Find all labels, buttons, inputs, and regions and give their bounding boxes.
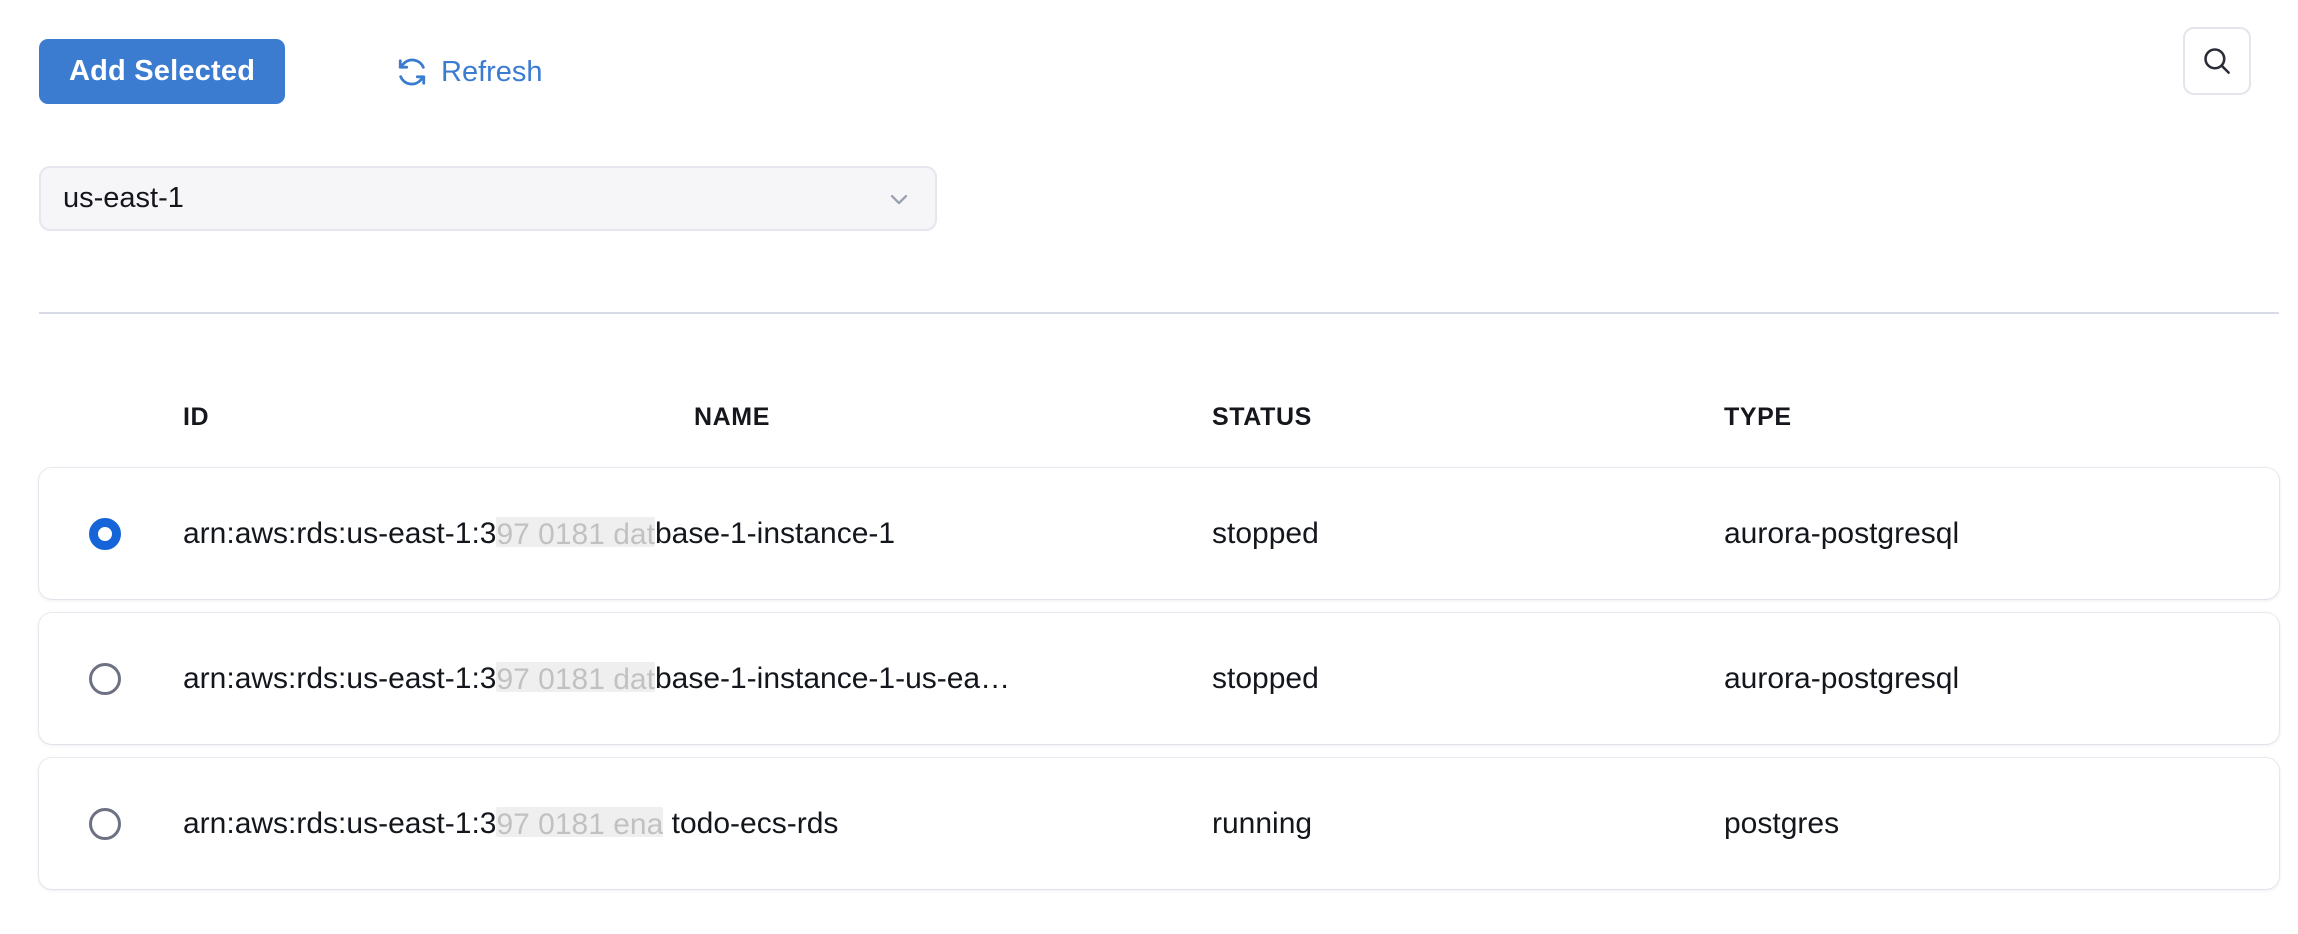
arn-prefix: arn:aws:rds:us-east-1:3 xyxy=(183,661,497,695)
table-header-row: ID NAME STATUS TYPE xyxy=(0,390,2298,468)
column-header-type: TYPE xyxy=(1724,403,1792,431)
row-select-cell xyxy=(65,613,145,744)
search-button[interactable] xyxy=(2183,27,2251,95)
instances-table: ID NAME STATUS TYPE arn:aws:rds:us-east-… xyxy=(0,390,2298,903)
region-select[interactable]: us-east-1 xyxy=(39,166,937,231)
engine-type-text: aurora-postgresql xyxy=(1724,661,1960,695)
chevron-down-icon xyxy=(885,185,913,213)
column-header-id: ID xyxy=(183,403,210,431)
status-text: stopped xyxy=(1212,516,1319,550)
toolbar: Add Selected Refresh xyxy=(0,0,2298,122)
cell-id: arn:aws:rds:us-east-1:397 0181 ena todo-… xyxy=(183,758,1203,889)
engine-type-text: postgres xyxy=(1724,806,1840,840)
arn-suffix: base-1-instance-1-us-ea… xyxy=(654,661,1011,695)
instance-arn: arn:aws:rds:us-east-1:397 0181 ena todo-… xyxy=(183,806,839,841)
cell-id: arn:aws:rds:us-east-1:397 0181 datbase-1… xyxy=(183,468,1203,599)
arn-prefix: arn:aws:rds:us-east-1:3 xyxy=(183,516,497,550)
engine-type-text: aurora-postgresql xyxy=(1724,516,1960,550)
instance-arn: arn:aws:rds:us-east-1:397 0181 datbase-1… xyxy=(183,661,1011,696)
region-select-value: us-east-1 xyxy=(63,182,184,214)
column-header-status: STATUS xyxy=(1212,403,1312,431)
radio-button[interactable] xyxy=(89,662,121,695)
table-row[interactable]: arn:aws:rds:us-east-1:397 0181 datbase-1… xyxy=(39,613,2279,744)
radio-button-selected[interactable] xyxy=(89,517,121,550)
refresh-icon xyxy=(396,56,428,88)
row-select-cell xyxy=(65,468,145,599)
section-divider xyxy=(39,312,2279,314)
arn-redacted-account-id: 97 0181 dat xyxy=(496,661,655,692)
arn-suffix: base-1-instance-1 xyxy=(654,516,896,550)
refresh-button[interactable]: Refresh xyxy=(396,49,543,95)
arn-suffix: todo-ecs-rds xyxy=(663,806,839,840)
add-selected-button[interactable]: Add Selected xyxy=(39,39,286,104)
arn-prefix: arn:aws:rds:us-east-1:3 xyxy=(183,806,497,840)
table-body: arn:aws:rds:us-east-1:397 0181 datbase-1… xyxy=(0,468,2298,889)
status-text: stopped xyxy=(1212,661,1319,695)
arn-redacted-account-id: 97 0181 dat xyxy=(496,516,655,547)
column-header-name: NAME xyxy=(694,403,771,431)
search-icon xyxy=(2200,44,2234,78)
status-text: running xyxy=(1212,806,1313,840)
table-row[interactable]: arn:aws:rds:us-east-1:397 0181 datbase-1… xyxy=(39,468,2279,599)
refresh-label: Refresh xyxy=(441,55,543,88)
row-select-cell xyxy=(65,758,145,889)
instance-arn: arn:aws:rds:us-east-1:397 0181 datbase-1… xyxy=(183,516,896,551)
cell-id: arn:aws:rds:us-east-1:397 0181 datbase-1… xyxy=(183,613,1203,744)
arn-redacted-account-id: 97 0181 ena xyxy=(496,806,664,837)
radio-button[interactable] xyxy=(89,807,121,840)
table-row[interactable]: arn:aws:rds:us-east-1:397 0181 ena todo-… xyxy=(39,758,2279,889)
